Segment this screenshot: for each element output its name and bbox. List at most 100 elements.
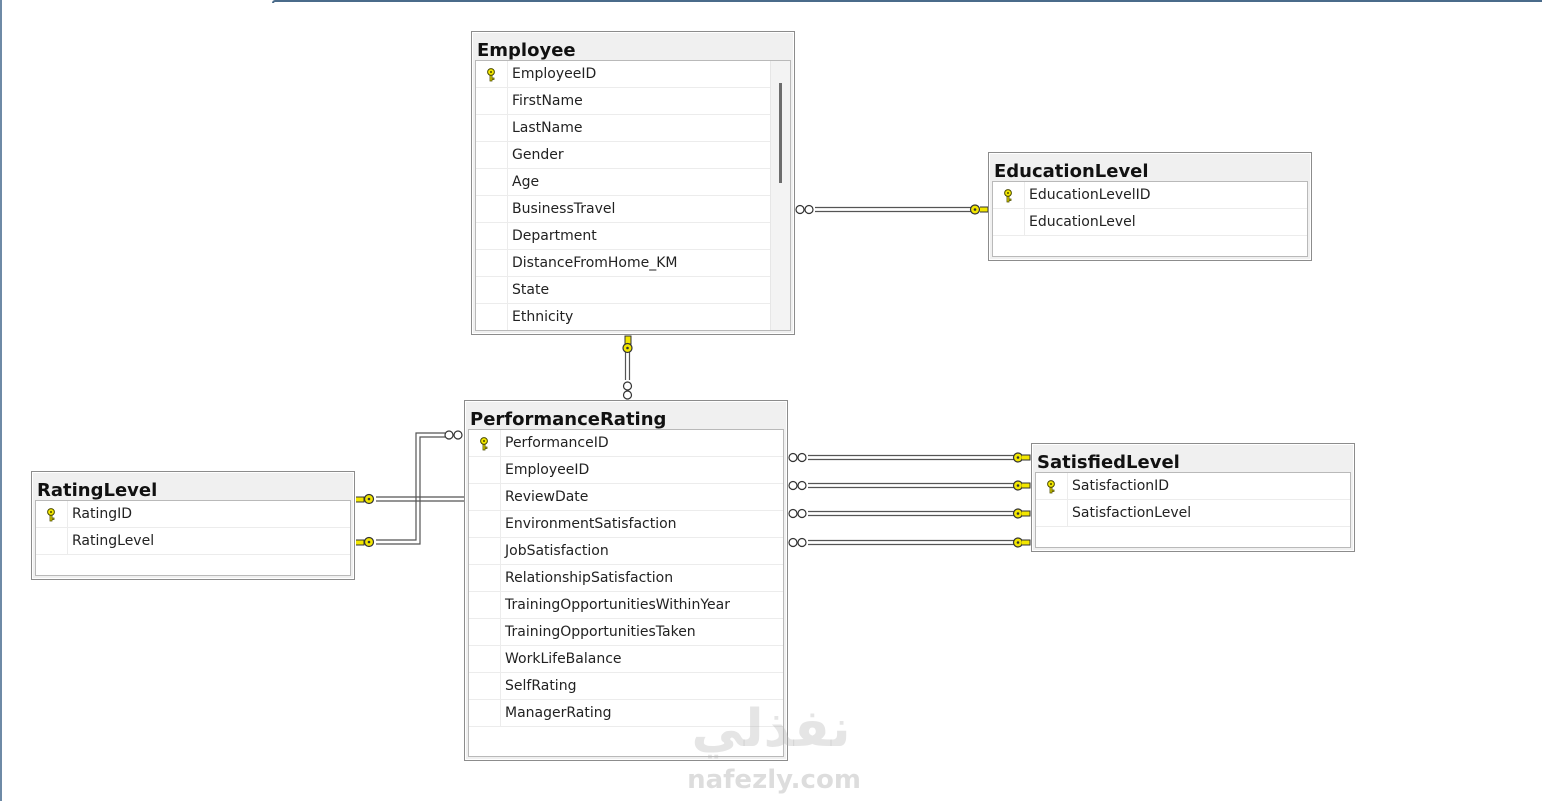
- rel-performancerating-satisfiedlevel[interactable]: [788, 452, 1031, 548]
- column-name: EmployeeID: [505, 462, 590, 478]
- column-row[interactable]: SatisfactionLevel: [1036, 500, 1350, 527]
- column-row[interactable]: Department: [476, 223, 770, 250]
- rel-employee-educationlevel[interactable]: [795, 204, 989, 215]
- row-selector[interactable]: [469, 511, 501, 537]
- column-row[interactable]: EducationLevelID: [993, 182, 1307, 209]
- row-selector[interactable]: [476, 223, 508, 249]
- column-name: EducationLevel: [1029, 214, 1136, 230]
- column-name: SelfRating: [505, 678, 577, 694]
- column-row[interactable]: SelfRating: [469, 673, 783, 700]
- column-row[interactable]: EducationLevel: [993, 209, 1307, 236]
- column-row[interactable]: ManagerRating: [469, 700, 783, 727]
- watermark-latin: nafezly.com: [687, 765, 861, 795]
- column-name: BusinessTravel: [512, 201, 616, 217]
- table-title: SatisfiedLevel: [1037, 452, 1180, 473]
- row-selector[interactable]: [1036, 473, 1068, 499]
- primary-key-icon: [1047, 480, 1055, 494]
- column-name: Gender: [512, 147, 564, 163]
- column-row[interactable]: LastName: [476, 115, 770, 142]
- row-selector[interactable]: [469, 619, 501, 645]
- primary-key-icon: [1004, 189, 1012, 203]
- row-selector[interactable]: [476, 88, 508, 114]
- column-row[interactable]: RelationshipSatisfaction: [469, 565, 783, 592]
- column-row[interactable]: Age: [476, 169, 770, 196]
- column-row[interactable]: EmployeeID: [476, 61, 770, 88]
- row-selector[interactable]: [476, 250, 508, 276]
- row-selector[interactable]: [993, 209, 1025, 235]
- column-name: TrainingOpportunitiesTaken: [505, 624, 696, 640]
- column-row[interactable]: RatingLevel: [36, 528, 350, 555]
- row-selector[interactable]: [469, 484, 501, 510]
- column-row[interactable]: TrainingOpportunitiesWithinYear: [469, 592, 783, 619]
- vertical-scrollbar[interactable]: [770, 61, 790, 330]
- column-row[interactable]: EmployeeID: [469, 457, 783, 484]
- scrollbar-thumb[interactable]: [779, 83, 782, 183]
- row-selector[interactable]: [476, 277, 508, 303]
- column-name: SatisfactionID: [1072, 478, 1170, 494]
- row-selector[interactable]: [36, 501, 68, 527]
- row-selector[interactable]: [469, 700, 501, 726]
- row-selector[interactable]: [993, 182, 1025, 208]
- column-name: EducationLevelID: [1029, 187, 1151, 203]
- table-body: EducationLevelID EducationLevel: [992, 181, 1308, 257]
- row-selector[interactable]: [469, 565, 501, 591]
- row-selector[interactable]: [476, 142, 508, 168]
- column-name: RatingLevel: [72, 533, 155, 549]
- table-ratinglevel[interactable]: RatingLevel RatingID RatingLevel: [31, 471, 355, 580]
- column-name: Age: [512, 174, 540, 190]
- column-row[interactable]: ReviewDate: [469, 484, 783, 511]
- table-body: RatingID RatingLevel: [35, 500, 351, 576]
- column-row[interactable]: SatisfactionID: [1036, 473, 1350, 500]
- row-selector[interactable]: [469, 538, 501, 564]
- column-row[interactable]: State: [476, 277, 770, 304]
- column-row[interactable]: PerformanceID: [469, 430, 783, 457]
- column-row[interactable]: JobSatisfaction: [469, 538, 783, 565]
- column-row[interactable]: WorkLifeBalance: [469, 646, 783, 673]
- row-selector[interactable]: [476, 304, 508, 330]
- column-name: Department: [512, 228, 597, 244]
- column-name: RelationshipSatisfaction: [505, 570, 674, 586]
- rel-ratinglevel-performancerating[interactable]: [356, 430, 465, 548]
- column-row[interactable]: BusinessTravel: [476, 196, 770, 223]
- table-body: SatisfactionID SatisfactionLevel: [1035, 472, 1351, 548]
- row-selector[interactable]: [469, 646, 501, 672]
- column-row[interactable]: TrainingOpportunitiesTaken: [469, 619, 783, 646]
- row-selector[interactable]: [36, 528, 68, 554]
- column-name: SatisfactionLevel: [1072, 505, 1192, 521]
- column-name: FirstName: [512, 93, 583, 109]
- column-name: State: [512, 282, 550, 298]
- document-tab-border: [272, 0, 1542, 3]
- column-name: DistanceFromHome_KM: [512, 255, 678, 271]
- rel-employee-performancerating[interactable]: [622, 335, 633, 400]
- column-row[interactable]: Gender: [476, 142, 770, 169]
- row-selector[interactable]: [476, 115, 508, 141]
- column-name: TrainingOpportunitiesWithinYear: [505, 597, 730, 613]
- table-title: EducationLevel: [994, 161, 1149, 182]
- table-performancerating[interactable]: PerformanceRating PerformanceID EmployeeI…: [464, 400, 788, 761]
- row-selector[interactable]: [476, 169, 508, 195]
- column-row[interactable]: EnvironmentSatisfaction: [469, 511, 783, 538]
- column-row[interactable]: Ethnicity: [476, 304, 770, 330]
- row-selector[interactable]: [476, 196, 508, 222]
- primary-key-icon: [480, 437, 488, 451]
- table-title: PerformanceRating: [470, 409, 667, 430]
- row-selector[interactable]: [469, 457, 501, 483]
- column-name: PerformanceID: [505, 435, 609, 451]
- row-selector[interactable]: [469, 673, 501, 699]
- column-name: ManagerRating: [505, 705, 612, 721]
- column-name: ReviewDate: [505, 489, 589, 505]
- column-row[interactable]: DistanceFromHome_KM: [476, 250, 770, 277]
- row-selector[interactable]: [469, 430, 501, 456]
- column-row[interactable]: RatingID: [36, 501, 350, 528]
- row-selector[interactable]: [469, 592, 501, 618]
- column-name: WorkLifeBalance: [505, 651, 622, 667]
- column-name: LastName: [512, 120, 583, 136]
- row-selector[interactable]: [1036, 500, 1068, 526]
- row-selector[interactable]: [476, 61, 508, 87]
- column-row[interactable]: FirstName: [476, 88, 770, 115]
- table-title: Employee: [477, 40, 576, 61]
- column-name: EnvironmentSatisfaction: [505, 516, 677, 532]
